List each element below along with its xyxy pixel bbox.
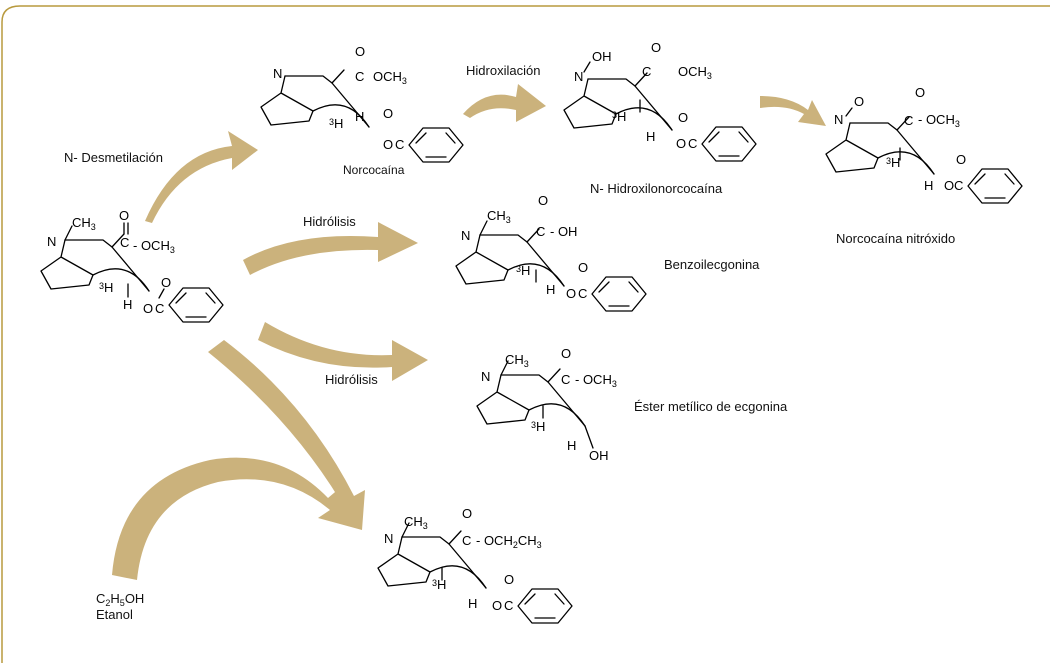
svg-text:H: H — [123, 297, 132, 312]
svg-text:C: C — [462, 533, 471, 548]
svg-text:CH3: CH3 — [72, 215, 96, 232]
svg-text:3H: 3H — [329, 116, 343, 131]
svg-text:O: O — [504, 572, 514, 587]
svg-text:OCH3: OCH3 — [373, 69, 407, 86]
label-ethanol-name: Etanol — [96, 607, 133, 622]
svg-text:O: O — [566, 286, 576, 301]
svg-text:OCH3: OCH3 — [678, 64, 712, 81]
molecule-benzoylecgonine: N CH3 O C - OH H 3H O C O — [455, 193, 647, 312]
arrows — [112, 84, 826, 580]
svg-text:OH: OH — [589, 448, 609, 463]
svg-text:O: O — [462, 506, 472, 521]
svg-text:C: C — [504, 598, 513, 613]
svg-text:O: O — [561, 346, 571, 361]
label-hydrolysis-2: Hidrólisis — [325, 372, 378, 387]
svg-text:C: C — [688, 136, 697, 151]
svg-text:- OCH2CH3: - OCH2CH3 — [476, 533, 542, 550]
svg-text:O: O — [578, 260, 588, 275]
svg-text:O: O — [161, 275, 171, 290]
svg-text:C: C — [536, 224, 545, 239]
svg-text:H: H — [646, 129, 655, 144]
svg-text:O: O — [538, 193, 548, 208]
svg-text:O: O — [956, 152, 966, 167]
molecule-cocaethylene: N CH3 O C - OCH2CH3 H 3H O C O — [377, 506, 573, 624]
svg-text:O: O — [944, 178, 954, 193]
svg-text:H: H — [468, 596, 477, 611]
svg-text:CH3: CH3 — [404, 514, 428, 531]
arrow-n-demethylation — [145, 131, 258, 223]
molecule-norcocaine-nitroxide: N O O C - OCH3 H 3H O C O — [825, 85, 1023, 204]
svg-text:3H: 3H — [99, 280, 113, 295]
molecule-n-hydroxynorcocaine: N OH O C OCH3 H 3H O C O — [563, 40, 757, 162]
svg-text:N: N — [47, 234, 56, 249]
name-benzoylecgonine: Benzoilecgonina — [664, 257, 760, 272]
svg-text:H: H — [567, 438, 576, 453]
svg-text:O: O — [678, 110, 688, 125]
svg-text:3H: 3H — [432, 577, 446, 592]
svg-text:N: N — [461, 228, 470, 243]
svg-text:O: O — [383, 106, 393, 121]
svg-text:- OCH3: - OCH3 — [918, 112, 960, 129]
svg-text:N: N — [834, 112, 843, 127]
svg-text:O: O — [915, 85, 925, 100]
arrow-hydrolysis-1 — [243, 222, 418, 275]
svg-text:C2H5OH: C2H5OH — [96, 591, 144, 608]
svg-text:O: O — [676, 136, 686, 151]
label-n-demethylation: N- Desmetilación — [64, 150, 163, 165]
svg-text:- OH: - OH — [550, 224, 577, 239]
arrow-to-nitroxide — [760, 96, 826, 126]
arrow-hydroxylation — [463, 84, 546, 122]
svg-text:N: N — [481, 369, 490, 384]
svg-text:O: O — [119, 208, 129, 223]
svg-text:C: C — [395, 137, 404, 152]
svg-text:O: O — [492, 598, 502, 613]
svg-text:N: N — [384, 531, 393, 546]
svg-text:H: H — [355, 109, 364, 124]
svg-text:C: C — [561, 372, 570, 387]
name-norcocaine-nitroxide: Norcocaína nitróxido — [836, 231, 955, 246]
svg-text:H: H — [924, 178, 933, 193]
name-norcocaine: Norcocaína — [343, 163, 405, 177]
svg-text:3H: 3H — [886, 155, 900, 170]
name-ecgonine-methyl-ester: Éster metílico de ecgonina — [634, 399, 788, 414]
molecule-norcocaine: N O C OCH3 H 3H O O C — [260, 44, 464, 163]
svg-text:C: C — [642, 64, 651, 79]
svg-text:C: C — [904, 113, 913, 128]
name-n-hydroxynorcocaine: N- Hidroxilonorcocaína — [590, 181, 723, 196]
svg-text:C: C — [578, 286, 587, 301]
svg-text:O: O — [383, 137, 393, 152]
svg-text:- OCH3: - OCH3 — [575, 372, 617, 389]
arrow-ethanol — [112, 457, 362, 580]
svg-text:3H: 3H — [612, 109, 626, 124]
molecule-ecgonine-methyl-ester: N CH3 O C - OCH3 H 3H OH — [476, 346, 617, 463]
svg-text:O: O — [854, 94, 864, 109]
svg-text:C: C — [954, 178, 963, 193]
label-hydroxylation: Hidroxilación — [466, 63, 540, 78]
svg-text:C: C — [355, 69, 364, 84]
svg-text:3H: 3H — [531, 419, 545, 434]
label-hydrolysis-1: Hidrólisis — [303, 214, 356, 229]
molecule-cocaine: N CH3 O C - OCH3 H 3H O C O — [40, 208, 224, 323]
svg-text:H: H — [546, 282, 555, 297]
svg-text:O: O — [651, 40, 661, 55]
svg-text:- OCH3: - OCH3 — [133, 238, 175, 255]
frame-border — [1, 5, 1050, 663]
svg-text:N: N — [574, 69, 583, 84]
svg-text:N: N — [273, 66, 282, 81]
svg-text:O: O — [355, 44, 365, 59]
svg-text:CH3: CH3 — [487, 208, 511, 225]
label-ethanol-formula: C2H5OH — [96, 591, 144, 608]
svg-text:C: C — [120, 235, 129, 250]
svg-text:O: O — [143, 301, 153, 316]
svg-text:C: C — [155, 301, 164, 316]
arrow-hydrolysis-2 — [258, 322, 428, 381]
svg-text:CH3: CH3 — [505, 352, 529, 369]
svg-text:3H: 3H — [516, 263, 530, 278]
svg-text:OH: OH — [592, 49, 612, 64]
